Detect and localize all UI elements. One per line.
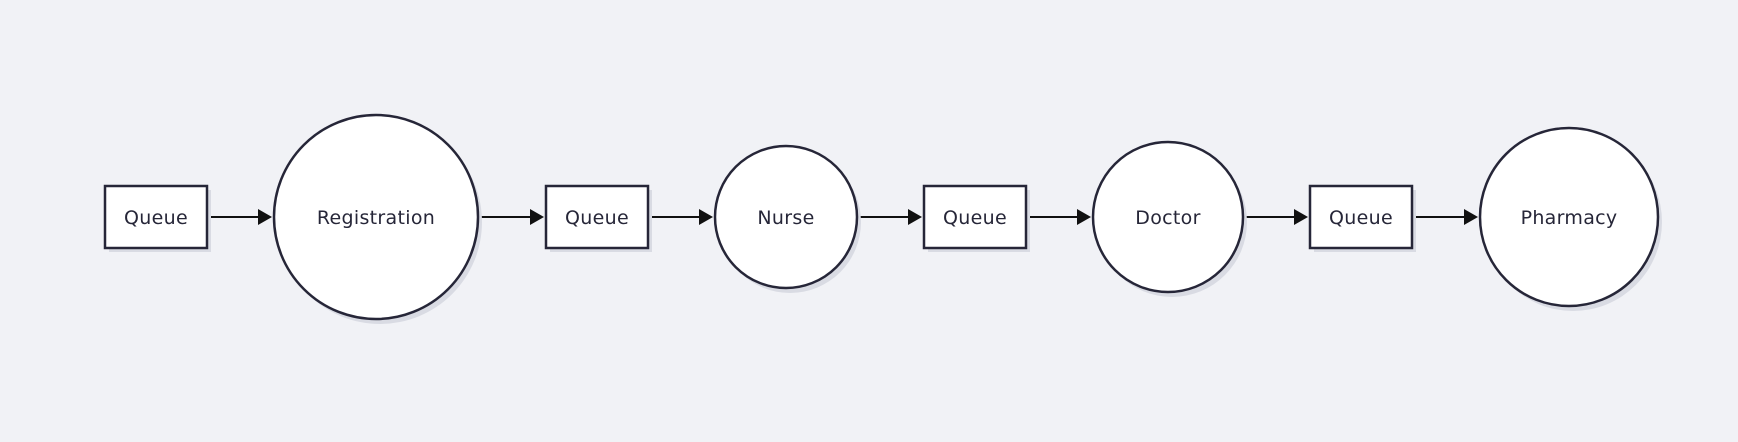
- edge-queue-3-to-doctor: [1026, 209, 1091, 225]
- node-queue-4: Queue: [1308, 184, 1416, 252]
- node-circle: [1478, 126, 1660, 308]
- node-label: Nurse: [757, 207, 814, 229]
- edge-queue-1-to-registration: [207, 209, 272, 225]
- arrowhead-icon: [699, 209, 713, 225]
- node-label: Registration: [317, 207, 435, 229]
- arrowhead-icon: [908, 209, 922, 225]
- node-nurse: Nurse: [713, 144, 861, 293]
- node-label: Queue: [565, 207, 629, 229]
- arrowhead-icon: [258, 209, 272, 225]
- node-doctor: Doctor: [1091, 140, 1247, 297]
- arrowhead-icon: [1077, 209, 1091, 225]
- node-label: Queue: [943, 207, 1007, 229]
- node-queue-3: Queue: [922, 184, 1030, 252]
- node-queue-2: Queue: [544, 184, 652, 252]
- node-circle: [272, 113, 480, 321]
- nodes-layer: Queue Registration Queue Nurse Queue Doctor Qu…: [103, 113, 1662, 324]
- node-label: Doctor: [1135, 207, 1200, 229]
- node-label: Pharmacy: [1521, 207, 1618, 229]
- edge-queue-2-to-nurse: [648, 209, 713, 225]
- node-rect: [1308, 184, 1414, 250]
- arrowhead-icon: [1294, 209, 1308, 225]
- edges-layer: [207, 209, 1478, 225]
- node-queue-1: Queue: [103, 184, 211, 252]
- node-rect: [103, 184, 209, 250]
- node-rect: [922, 184, 1028, 250]
- node-registration: Registration: [272, 113, 482, 324]
- arrowhead-icon: [530, 209, 544, 225]
- node-label: Queue: [1329, 207, 1393, 229]
- edge-nurse-to-queue-3: [857, 209, 922, 225]
- edge-queue-4-to-pharmacy: [1412, 209, 1478, 225]
- node-pharmacy: Pharmacy: [1478, 126, 1662, 311]
- node-circle: [1091, 140, 1245, 294]
- node-circle: [713, 144, 859, 290]
- node-rect: [544, 184, 650, 250]
- edge-doctor-to-queue-4: [1243, 209, 1308, 225]
- arrowhead-icon: [1464, 209, 1478, 225]
- node-label: Queue: [124, 207, 188, 229]
- edge-registration-to-queue-2: [478, 209, 544, 225]
